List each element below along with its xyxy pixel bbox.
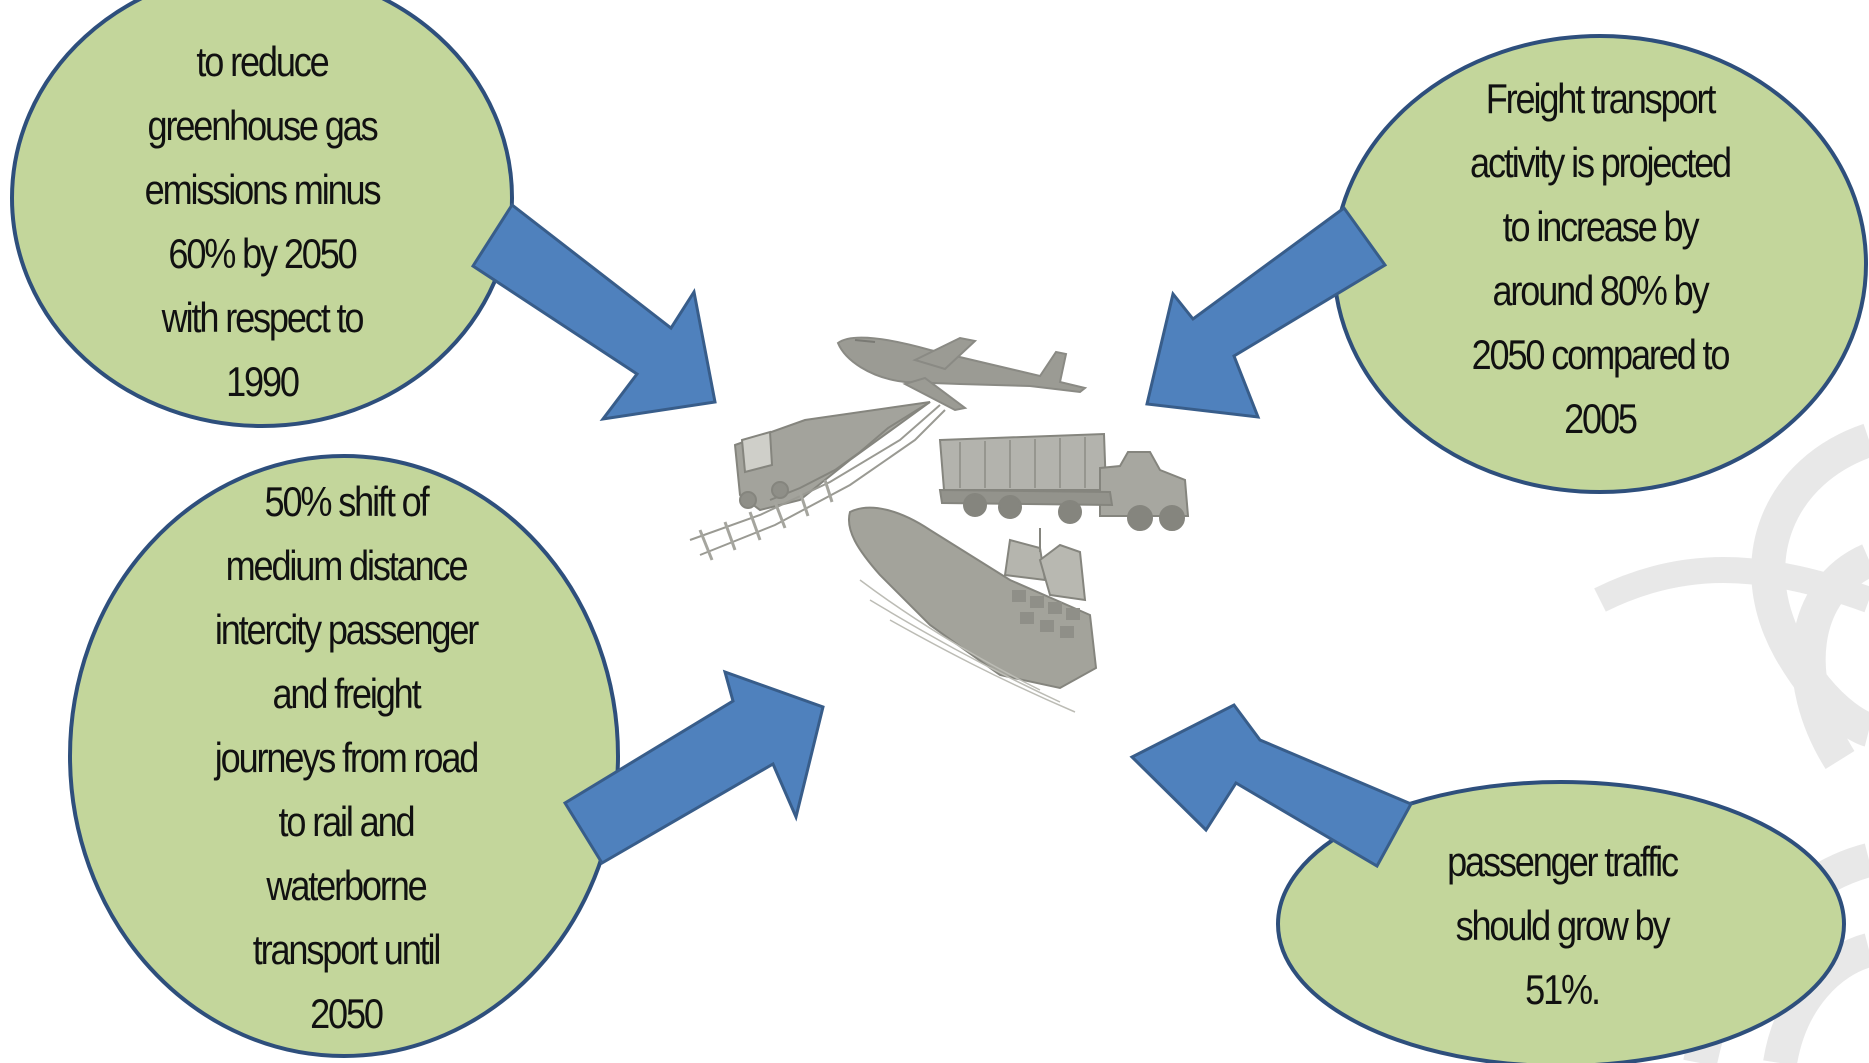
arrow-top-right: [1145, 205, 1388, 419]
arrow-top-left: [470, 202, 717, 422]
bubble-line: Freight transport: [1485, 75, 1717, 122]
bubble-line: transport until: [252, 926, 442, 973]
airplane-icon: [836, 336, 1088, 412]
bubble-line: passenger traffic: [1447, 838, 1679, 885]
bubble-line: 51%.: [1525, 966, 1601, 1013]
bubble-top-left: [10, 0, 514, 428]
cargo-ship-icon: [847, 506, 1098, 713]
bubble-bottom-right-text: passenger traffic should grow by 51%.: [1390, 830, 1734, 1022]
bubble-line: waterborne: [266, 862, 427, 909]
bubble-line: emissions minus: [144, 166, 382, 213]
train-icon: [689, 401, 946, 561]
bubble-line: to increase by: [1502, 203, 1700, 250]
bubble-line: 2050 compared to: [1471, 331, 1731, 378]
bubble-line: 1990: [226, 358, 300, 405]
arrow-bottom-right: [1129, 703, 1414, 869]
bubble-line: 2050: [310, 990, 384, 1037]
bubble-line: intercity passenger: [214, 606, 479, 653]
bubble-line: should grow by: [1455, 902, 1671, 949]
bubble-top-left-text: to reduce greenhouse gas emissions minus…: [90, 30, 434, 414]
bubble-line: around 80% by: [1492, 267, 1709, 314]
arrow-bottom-left: [562, 669, 825, 866]
bubble-bottom-left: [68, 454, 620, 1058]
bubble-line: to rail and: [278, 798, 416, 845]
bubble-line: 60% by 2050: [168, 230, 357, 277]
bubble-bottom-right: [1276, 780, 1846, 1063]
bubble-line: medium distance: [225, 542, 469, 589]
bubble-line: journeys from road: [214, 734, 480, 781]
bubble-line: activity is projected: [1470, 139, 1732, 186]
bubble-line: 2005: [1564, 395, 1638, 442]
bubble-line: with respect to: [161, 294, 365, 341]
bubble-line: and freight: [272, 670, 421, 717]
bubble-line: 50% shift of: [264, 478, 430, 525]
truck-icon: [938, 432, 1190, 531]
bubble-line: greenhouse gas: [147, 102, 379, 149]
bubble-top-right-text: Freight transport activity is projected …: [1411, 67, 1789, 451]
bubble-bottom-left-text: 50% shift of medium distance intercity p…: [157, 470, 535, 1046]
bubble-line: to reduce: [196, 38, 329, 85]
